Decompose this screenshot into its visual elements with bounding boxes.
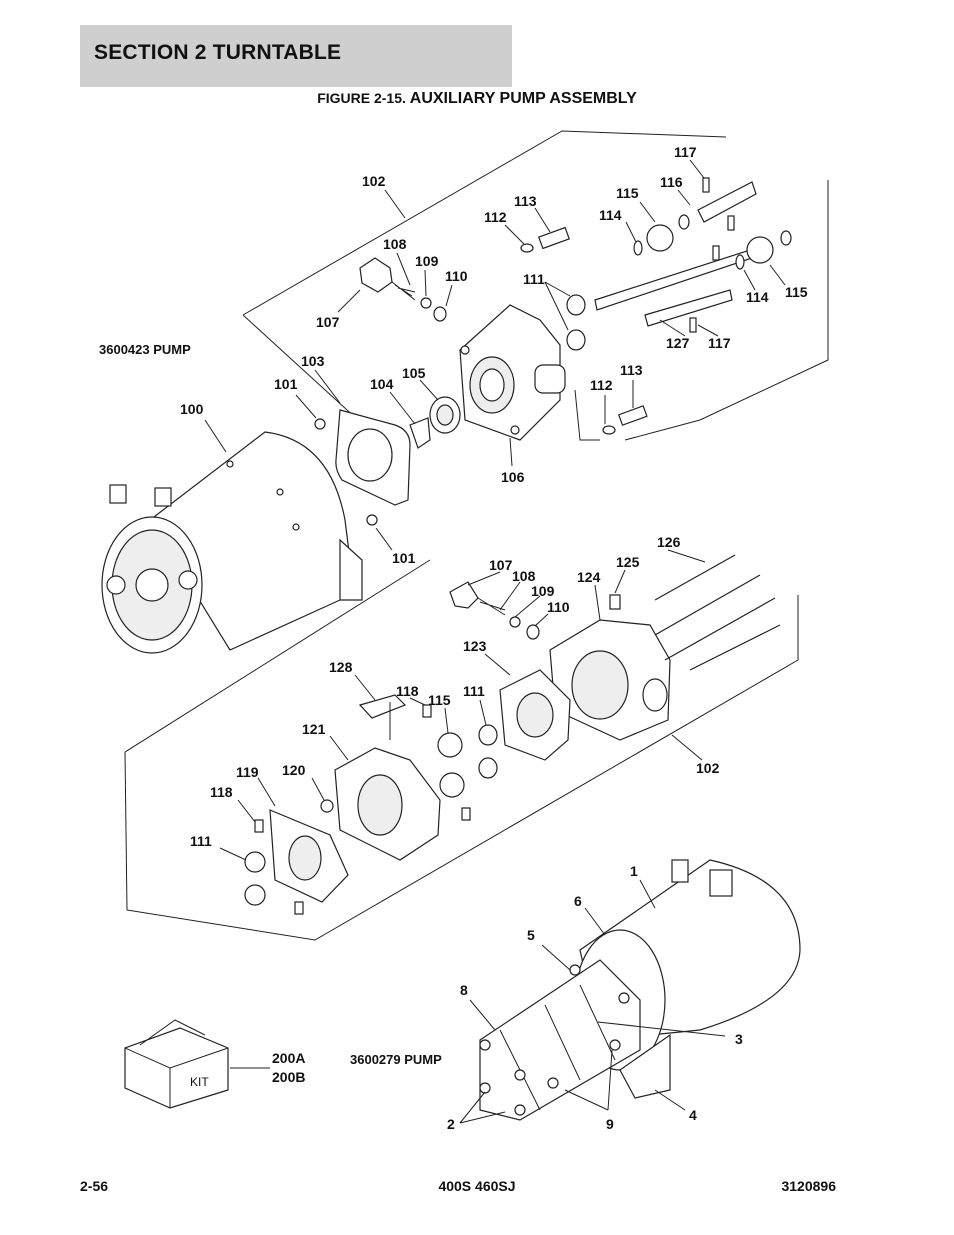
callout: 108: [383, 236, 407, 252]
callout: 111: [190, 833, 212, 849]
callout: 2: [447, 1116, 455, 1132]
callout: 115: [428, 692, 451, 708]
callout: 104: [370, 376, 394, 392]
callout: 128: [329, 659, 353, 675]
middle-pump-sections: [244, 554, 781, 915]
gasket-103: [314, 409, 411, 526]
callout: 107: [489, 557, 513, 573]
callouts-lower: 1 6 5 8 3 4 2 9: [447, 863, 743, 1132]
callout: 109: [415, 253, 439, 269]
callout: 115: [785, 284, 808, 300]
callout: 111: [463, 683, 485, 699]
callout: 109: [531, 583, 555, 599]
callout: 114: [599, 207, 622, 223]
motor-100: [101, 431, 363, 654]
document-number: 3120896: [781, 1178, 836, 1194]
callout: 118: [210, 784, 233, 800]
figure-number: FIGURE 2-15.: [317, 90, 406, 106]
upper-group-outline: [242, 130, 829, 441]
callout: 3: [735, 1031, 743, 1047]
callout: 123: [463, 638, 487, 654]
kit-label-200a: 200A: [272, 1050, 305, 1066]
leader-lines: [204, 159, 786, 1124]
callout: 117: [674, 144, 697, 160]
callouts-middle: 126 107 108 125 124 109 110 123 128 118 …: [190, 534, 720, 849]
kit-box: KIT: [124, 1019, 270, 1109]
callout: 110: [547, 599, 570, 615]
callout: 110: [445, 268, 468, 284]
figure-title: FIGURE 2-15. AUXILIARY PUMP ASSEMBLY: [0, 90, 954, 108]
page-number: 2-56: [80, 1178, 109, 1194]
callout: 100: [180, 401, 204, 417]
upper-pump-label: 3600423 PUMP: [99, 342, 191, 357]
callout: 1: [630, 863, 638, 879]
callout: 101: [274, 376, 298, 392]
figure-name: AUXILIARY PUMP ASSEMBLY: [409, 90, 637, 107]
callout: 4: [689, 1107, 697, 1123]
callout: 111: [523, 271, 545, 287]
callouts-upper: 117 116 115 114 102 113 112 108 109 110 …: [180, 144, 808, 566]
model-number: 400S 460SJ: [438, 1178, 516, 1194]
callout: 112: [484, 209, 507, 225]
callout: 114: [746, 289, 769, 305]
callout: 6: [574, 893, 582, 909]
kit-text: KIT: [190, 1075, 209, 1089]
callout: 112: [590, 377, 613, 393]
callout: 108: [512, 568, 536, 584]
callout: 125: [616, 554, 640, 570]
callout: 124: [577, 569, 601, 585]
callout: 116: [660, 174, 683, 190]
callout: 8: [460, 982, 468, 998]
callout: 119: [236, 764, 259, 780]
callout: 121: [302, 721, 326, 737]
callout: 102: [362, 173, 386, 189]
callout: 126: [657, 534, 681, 550]
callout: 113: [514, 193, 537, 209]
callout: 105: [402, 365, 426, 381]
callout: 106: [501, 469, 525, 485]
callout: 102: [696, 760, 720, 776]
pump-body-106: [409, 304, 566, 449]
callout: 107: [316, 314, 340, 330]
lower-complete-pump: [479, 859, 801, 1121]
callout: 117: [708, 335, 731, 351]
upper-small-parts: [359, 177, 792, 435]
callout: 103: [301, 353, 325, 369]
kit-label-200b: 200B: [272, 1069, 305, 1085]
callout: 118: [396, 683, 419, 699]
callout: 9: [606, 1116, 614, 1132]
callout: 127: [666, 335, 690, 351]
middle-group-outline: [124, 559, 799, 941]
section-header: SECTION 2 TURNTABLE: [80, 25, 512, 87]
callout: 113: [620, 362, 643, 378]
callout: 115: [616, 185, 639, 201]
lower-pump-label: 3600279 PUMP: [350, 1052, 442, 1067]
callout: 120: [282, 762, 306, 778]
callout: 5: [527, 927, 535, 943]
callout: 101: [392, 550, 416, 566]
section-title: SECTION 2 TURNTABLE: [94, 41, 342, 64]
